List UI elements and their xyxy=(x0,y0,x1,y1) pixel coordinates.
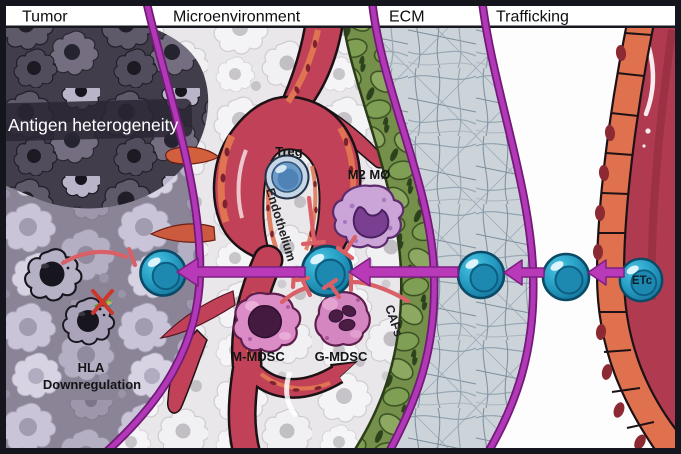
arrow-ecm-to-central xyxy=(348,257,459,287)
treg-cell xyxy=(264,154,310,200)
blood-vessel xyxy=(593,0,681,454)
mhc-downregulation-x xyxy=(91,289,114,315)
fibroblast-spike xyxy=(165,146,221,165)
divider-microenvironment-ecm xyxy=(369,0,437,454)
arrow-trafficking-to-ecm xyxy=(503,259,545,286)
header-microenvironment: Microenvironment xyxy=(173,9,301,26)
tumor-cell-hla-2 xyxy=(62,297,116,346)
divider-ecm-trafficking xyxy=(479,0,536,454)
header-trafficking: Trafficking xyxy=(496,9,569,26)
etc-cell: ETc xyxy=(618,257,664,303)
m2-macrophage-cell xyxy=(332,184,405,249)
inhibition-arrows xyxy=(60,195,411,305)
header-tumor: Tumor xyxy=(22,9,68,26)
t-cell-ecm xyxy=(456,250,506,300)
cafs-band xyxy=(342,25,435,454)
trafficking-arrows xyxy=(176,257,625,287)
g-mdsc-label: G-MDSC xyxy=(315,349,368,364)
treg-label: Treg xyxy=(275,144,303,159)
antigen-label-backdrop xyxy=(1,98,193,142)
m2-macrophage-label: M2 MØ xyxy=(348,167,391,182)
antigen-heterogeneity-label: Antigen heterogeneity xyxy=(8,115,179,135)
header-ecm: ECM xyxy=(389,9,425,26)
t-cell-trafficking xyxy=(541,252,591,302)
ecm-zone xyxy=(372,4,534,454)
trafficking-zone xyxy=(482,4,658,454)
m-mdsc-label: M-MDSC xyxy=(231,349,285,364)
m-mdsc-cell xyxy=(232,292,302,353)
hla-label-line2: Downregulation xyxy=(43,377,141,392)
g-mdsc-cell xyxy=(314,290,371,347)
arrow-vessel-to-trafficking xyxy=(587,259,625,286)
tumor-inhibition-arrow xyxy=(60,249,129,266)
hla-label-line1: HLA xyxy=(78,360,105,375)
arrow-central-to-tumor xyxy=(176,257,306,287)
header-bar: Tumor Microenvironment ECM Trafficking xyxy=(3,3,678,28)
red-x-icon xyxy=(91,289,114,315)
etc-cell-label: ETc xyxy=(632,275,653,287)
